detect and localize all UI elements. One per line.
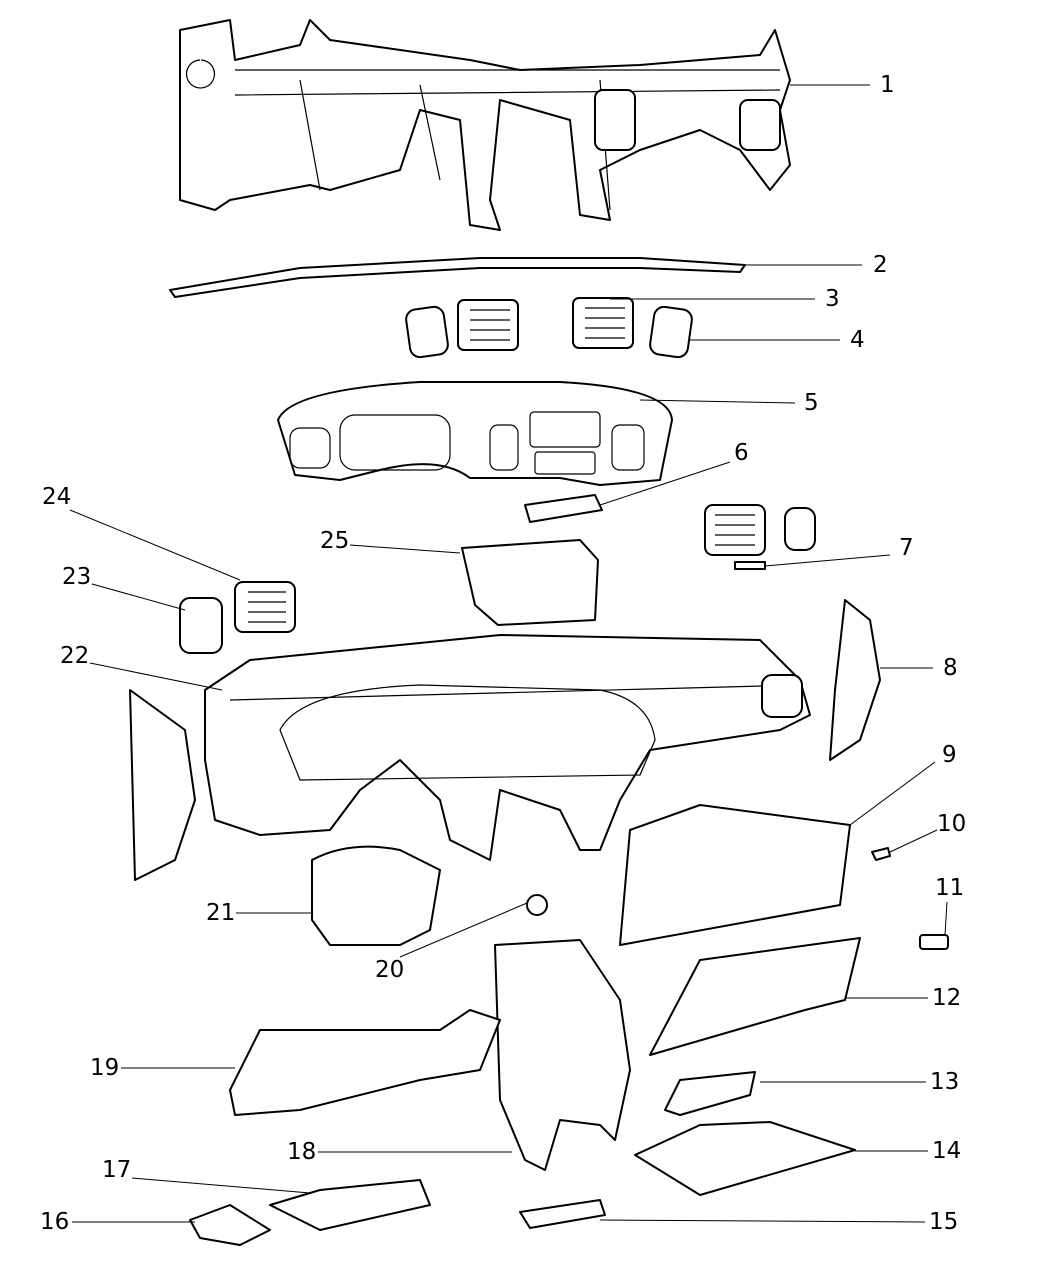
part-11-latch [919,934,949,950]
part-17-floor-duct [269,1179,431,1231]
part-7-sensor [734,561,766,570]
part-1-reinforcement [179,19,791,231]
callout-2: 2 [873,252,888,278]
callout-13: 13 [930,1069,960,1095]
callout-7: 7 [899,535,914,561]
callout-1: 1 [880,72,895,98]
part-8-end-cover-right [829,599,881,761]
part-13-glove-box-handle [664,1071,756,1116]
callout-12: 12 [932,985,962,1011]
callout-25: 25 [320,528,350,554]
part-21-column-cover [311,845,441,946]
callout-15: 15 [929,1209,959,1235]
callout-6: 6 [734,440,749,466]
callout-11: 11 [935,875,965,901]
callout-3: 3 [825,286,840,312]
callout-10: 10 [937,811,967,837]
callout-14: 14 [932,1138,962,1164]
part-25-passenger-airbag [461,539,599,626]
callout-17: 17 [102,1157,132,1183]
part-19-knee-blocker-left [229,1009,501,1116]
callout-23: 23 [62,564,92,590]
callout-4: 4 [850,327,865,353]
leader-lines [69,84,948,1223]
part-right-outlet [704,504,816,556]
part-4-center-outlet-bezels [405,305,693,359]
part-5-cluster-bezel [277,381,673,486]
callout-16: 16 [40,1209,70,1235]
part-3-center-air-outlets [457,297,634,351]
callout-19: 19 [90,1055,120,1081]
part-10-clip [871,847,891,861]
part-14-lower-panel-right [634,1121,856,1196]
callout-24: 24 [42,484,72,510]
callout-8: 8 [943,655,958,681]
callout-21: 21 [206,900,236,926]
part-18-center-support [494,939,631,1171]
part-9-glove-box-bin [619,804,851,946]
part-16-duct-left [189,1204,271,1246]
part-15-bracket [519,1199,606,1229]
part-6-speaker-cover [524,494,603,523]
part-23-left-outlet-bezel [179,597,223,654]
part-12-glove-box-door [649,937,861,1056]
part-20-switch-ring [526,894,548,916]
callout-20: 20 [375,957,405,983]
part-left-end-cap [129,689,196,881]
callout-18: 18 [287,1139,317,1165]
part-24-left-air-outlet [234,581,296,633]
callout-22: 22 [60,643,90,669]
callout-9: 9 [942,742,957,768]
part-2-defroster-bezel [169,257,746,298]
callout-5: 5 [804,390,819,416]
part-22-instrument-panel [204,634,811,861]
